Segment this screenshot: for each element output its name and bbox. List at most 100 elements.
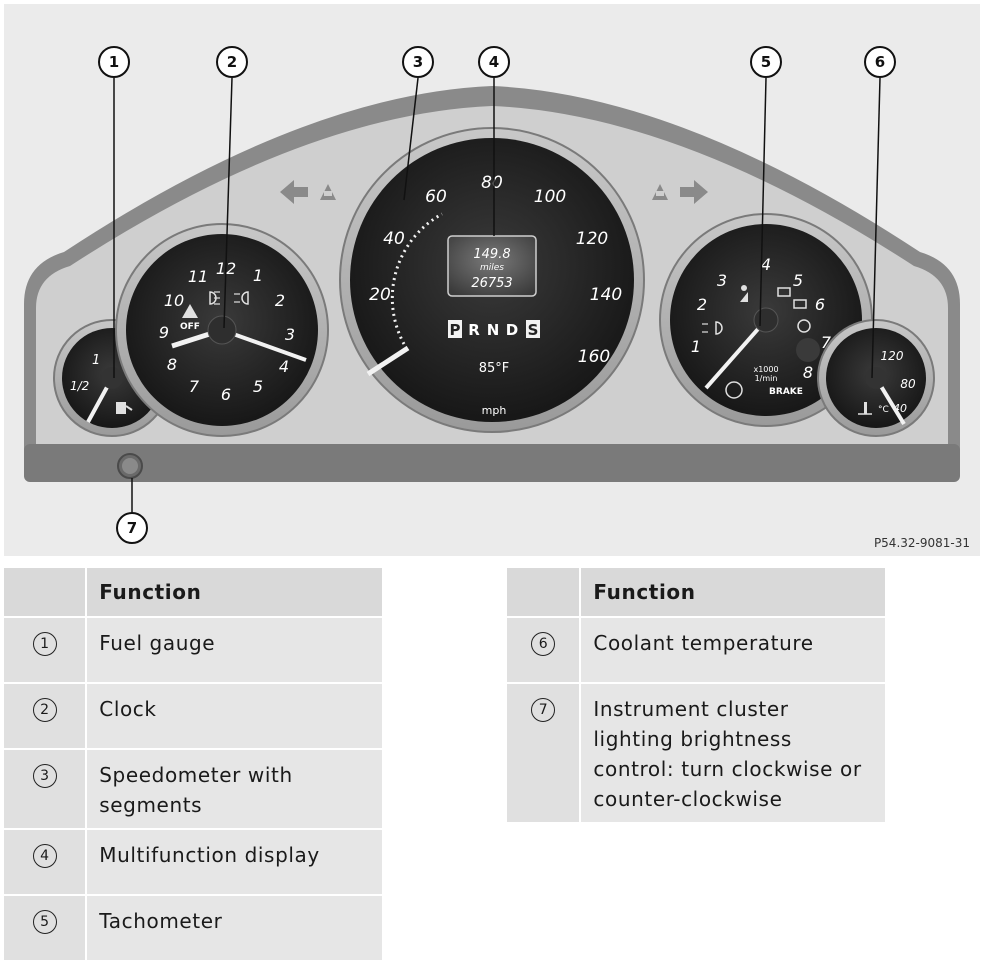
speed-label-40: 40 xyxy=(383,229,405,249)
speed-unit: mph xyxy=(482,404,507,417)
gear-r: R xyxy=(468,321,480,339)
gear-n: N xyxy=(487,321,500,339)
callout-6: 6 xyxy=(875,53,885,71)
callout-2: 2 xyxy=(227,53,237,71)
clock-numeral-4: 4 xyxy=(279,357,289,376)
speedometer-labels: 20 40 60 80 100 120 140 160 xyxy=(369,173,622,367)
speed-label-140: 140 xyxy=(590,285,622,305)
row-number: 7 xyxy=(531,698,556,722)
clock-numeral-1: 1 xyxy=(253,266,263,285)
table-row: 7 Instrument cluster lighting brightness… xyxy=(507,684,885,824)
table-header: Function xyxy=(4,568,382,618)
display-odometer: 26753 xyxy=(471,276,512,291)
gear-s: S xyxy=(528,321,539,339)
row-number: 3 xyxy=(32,764,57,788)
rear-fog-lamp-icon xyxy=(209,291,220,305)
callout-5: 5 xyxy=(761,53,771,71)
clock-numeral-6: 6 xyxy=(221,385,231,404)
engine-check-icon xyxy=(777,287,791,297)
speedometer-gauge: 20 40 60 80 100 120 140 160 149.8 miles … xyxy=(339,127,645,433)
speed-label-160: 160 xyxy=(578,347,610,367)
clock-numeral-7: 7 xyxy=(189,377,200,396)
function-table-left: Function 1 Fuel gauge 2 Clock 3 Speedome… xyxy=(4,568,382,962)
display-unit: miles xyxy=(480,263,504,273)
callout-1: 1 xyxy=(109,53,119,71)
gear-p: P xyxy=(450,321,461,339)
turn-signal-left-icon xyxy=(280,180,336,204)
clock-numeral-9: 9 xyxy=(159,323,169,342)
figure-reference: P54.32-9081-31 xyxy=(873,536,970,550)
clock-minute-hand xyxy=(221,328,307,362)
tach-indicator-lamp xyxy=(796,338,820,362)
headlamp-icon xyxy=(702,321,723,335)
fuel-pump-icon xyxy=(116,402,133,414)
speed-label-100: 100 xyxy=(534,187,566,207)
speed-label-80: 80 xyxy=(481,173,503,193)
speed-label-20: 20 xyxy=(369,285,391,305)
instrument-cluster-figure: 1 1/2 1 2 1 2 3 4 5 6 7 8 9 xyxy=(4,4,980,556)
clock-numerals: 12 1 2 3 4 5 6 7 8 9 10 11 xyxy=(159,259,295,404)
table-header: Function xyxy=(507,568,885,618)
row-text: Coolant temperature xyxy=(581,618,885,684)
table-row: 3 Speedometer with segments xyxy=(4,750,382,830)
front-fog-lamp-icon xyxy=(234,291,249,305)
table-row: 4 Multifunction display xyxy=(4,830,382,896)
tach-unit-bottom: 1/min xyxy=(755,374,778,383)
table-header-label: Function xyxy=(87,568,382,618)
tach-unit-top: x1000 xyxy=(753,365,778,374)
table-row: 6 Coolant temperature xyxy=(507,618,885,684)
fuel-label-1: 1 xyxy=(92,353,100,368)
row-number: 6 xyxy=(531,632,556,656)
coolant-gauge: 120 80 40 °C xyxy=(817,319,935,437)
callout-3: 3 xyxy=(413,53,423,71)
function-table-right: Function 6 Coolant temperature 7 Instrum… xyxy=(507,568,885,824)
clock-gauge: 12 1 2 3 4 5 6 7 8 9 10 11 OFF xyxy=(115,223,329,437)
row-text: Speedometer with segments xyxy=(87,750,382,830)
row-text: Fuel gauge xyxy=(87,618,382,684)
row-text: Clock xyxy=(87,684,382,750)
coolant-label-80: 80 xyxy=(900,377,916,391)
gear-d: D xyxy=(506,321,518,339)
row-number: 2 xyxy=(32,698,57,722)
brake-label: BRAKE xyxy=(769,387,803,397)
brightness-knob xyxy=(117,453,143,479)
lane-assist-off-icon: OFF xyxy=(180,304,200,332)
display-trip: 149.8 xyxy=(473,247,510,262)
fuel-label-half: 1/2 xyxy=(70,379,89,393)
clock-numeral-10: 10 xyxy=(164,291,184,310)
tach-label-6: 6 xyxy=(815,295,825,314)
tach-label-4: 4 xyxy=(761,255,771,274)
clock-numeral-11: 11 xyxy=(188,267,208,286)
tach-label-2: 2 xyxy=(697,295,707,314)
table-row: 2 Clock xyxy=(4,684,382,750)
row-number: 1 xyxy=(32,632,57,656)
speed-label-120: 120 xyxy=(576,229,608,249)
turn-signal-right-icon xyxy=(652,180,708,204)
battery-icon xyxy=(793,299,807,309)
tach-label-7: 7 xyxy=(821,333,832,352)
row-number: 5 xyxy=(32,910,57,934)
display-temperature: 85°F xyxy=(479,361,510,376)
clock-numeral-5: 5 xyxy=(253,377,263,396)
table-row: 5 Tachometer xyxy=(4,896,382,962)
callouts: 1 2 3 4 5 6 7 xyxy=(98,46,896,544)
multifunction-display xyxy=(447,235,537,297)
callout-4: 4 xyxy=(489,53,499,71)
tach-label-1: 1 xyxy=(691,337,701,356)
row-text: Multifunction display xyxy=(87,830,382,896)
clock-numeral-3: 3 xyxy=(285,325,295,344)
lane-assist-off-label: OFF xyxy=(180,322,200,332)
speed-needle xyxy=(366,345,410,377)
row-text: Instrument cluster lighting brightness c… xyxy=(581,684,885,824)
clock-numeral-8: 8 xyxy=(167,355,177,374)
tach-label-3: 3 xyxy=(717,271,727,290)
tach-needle xyxy=(704,318,768,390)
table-row: 1 Fuel gauge xyxy=(4,618,382,684)
coolant-temperature-icon xyxy=(858,402,872,415)
tach-label-5: 5 xyxy=(793,271,803,290)
coolant-unit: °C xyxy=(878,405,889,415)
speed-segments xyxy=(390,212,443,345)
tire-pressure-icon xyxy=(797,319,811,333)
callout-7: 7 xyxy=(127,519,137,537)
row-text: Tachometer xyxy=(87,896,382,962)
